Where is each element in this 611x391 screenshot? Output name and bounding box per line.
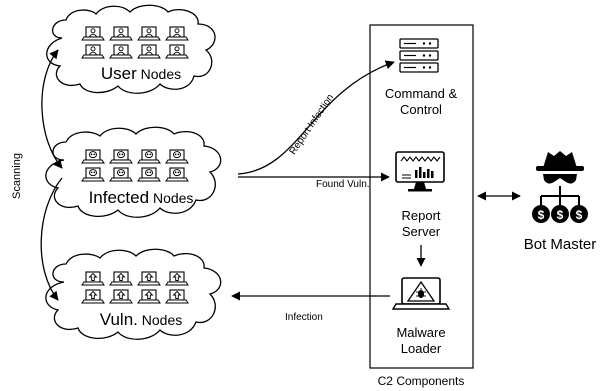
- server-rack-icon: [399, 38, 439, 73]
- command-control-label-line1: Command &: [385, 86, 458, 101]
- scanning-label: Scanning: [11, 153, 23, 199]
- user-nodes-label: User Nodes: [101, 64, 181, 83]
- infected-nodes-label: Infected Nodes: [89, 188, 194, 207]
- malware-loader-label-line1: Malware: [396, 325, 445, 340]
- report-infection-arrow: [237, 60, 395, 175]
- svg-text:$: $: [538, 208, 545, 222]
- bug-warning-laptop-icon: [391, 277, 451, 310]
- spy-dollar-icon: $ $ $: [532, 151, 588, 223]
- report-infection-label: Report Infection: [288, 92, 337, 157]
- report-server-label-line2: Server: [402, 224, 441, 239]
- svg-text:$: $: [576, 208, 583, 222]
- scanning-arrow-upper: [41, 49, 63, 169]
- infection-label: Infection: [285, 312, 323, 323]
- c2-components-box: [369, 24, 474, 369]
- c2-components-caption: C2 Components: [378, 374, 465, 388]
- bot-master-label: Bot Master: [524, 236, 597, 253]
- malware-loader-label-line2: Loader: [401, 341, 442, 356]
- found-vuln-label: Found Vuln.: [316, 179, 370, 190]
- svg-text:$: $: [557, 208, 564, 222]
- report-server-label-line1: Report: [401, 208, 440, 223]
- monitor-chart-icon: [395, 151, 445, 192]
- vuln-nodes-label: Vuln. Nodes: [100, 310, 182, 329]
- command-control-label-line2: Control: [400, 102, 442, 117]
- scanning-arrow-lower: [40, 177, 63, 301]
